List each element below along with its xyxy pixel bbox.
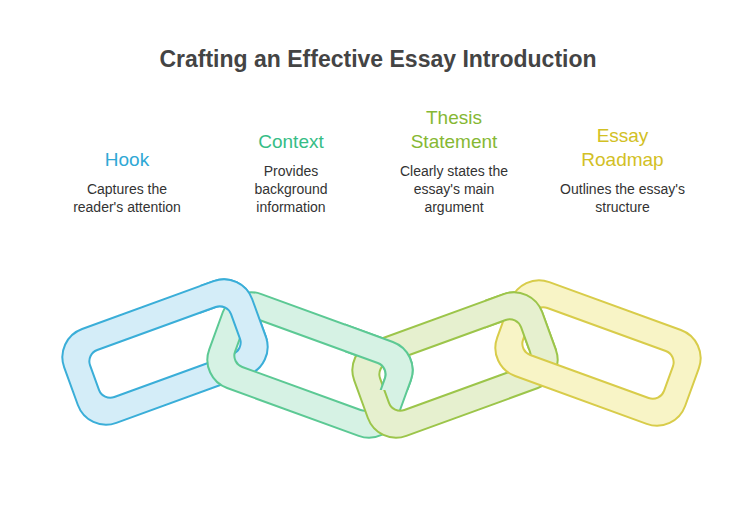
step-label: Essay RoadmapOutlines the essay's struct… <box>546 124 699 216</box>
step-label: Thesis StatementClearly states the essay… <box>385 106 523 216</box>
step-label: ContextProvides background information <box>232 130 350 216</box>
step-description: Captures the reader's attention <box>67 180 187 216</box>
step-heading: Hook <box>67 148 187 172</box>
step-heading: Context <box>236 130 346 154</box>
step-description: Clearly states the essay's main argument <box>389 162 519 216</box>
diagram-title: Crafting an Effective Essay Introduction <box>0 46 756 73</box>
step-heading: Thesis Statement <box>404 106 504 154</box>
step-description: Outlines the essay's structure <box>550 180 695 216</box>
chain-overlap <box>345 320 421 390</box>
step-heading: Essay Roadmap <box>578 124 668 172</box>
chain-overlap <box>485 284 565 350</box>
chain-overlap <box>200 271 276 340</box>
chain-link <box>54 271 276 433</box>
step-label: HookCaptures the reader's attention <box>63 148 191 216</box>
step-description: Provides background information <box>245 162 337 216</box>
